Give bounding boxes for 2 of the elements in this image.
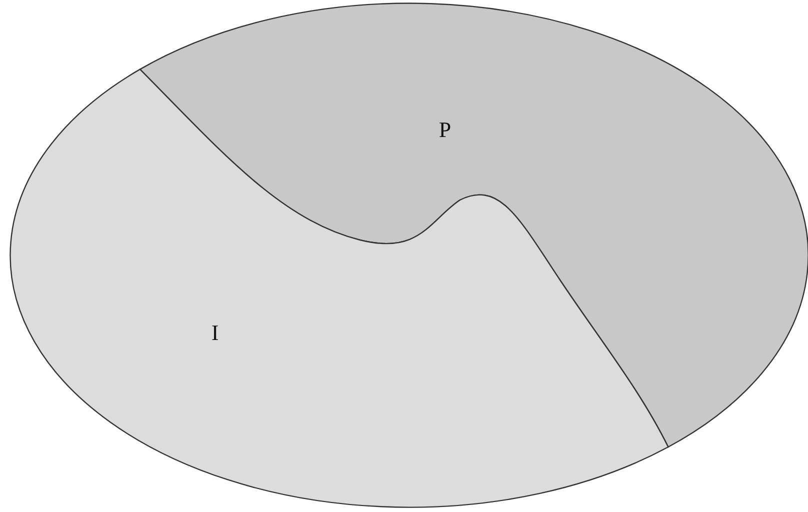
region-label: P [438, 117, 452, 143]
region-label: I [211, 320, 219, 346]
